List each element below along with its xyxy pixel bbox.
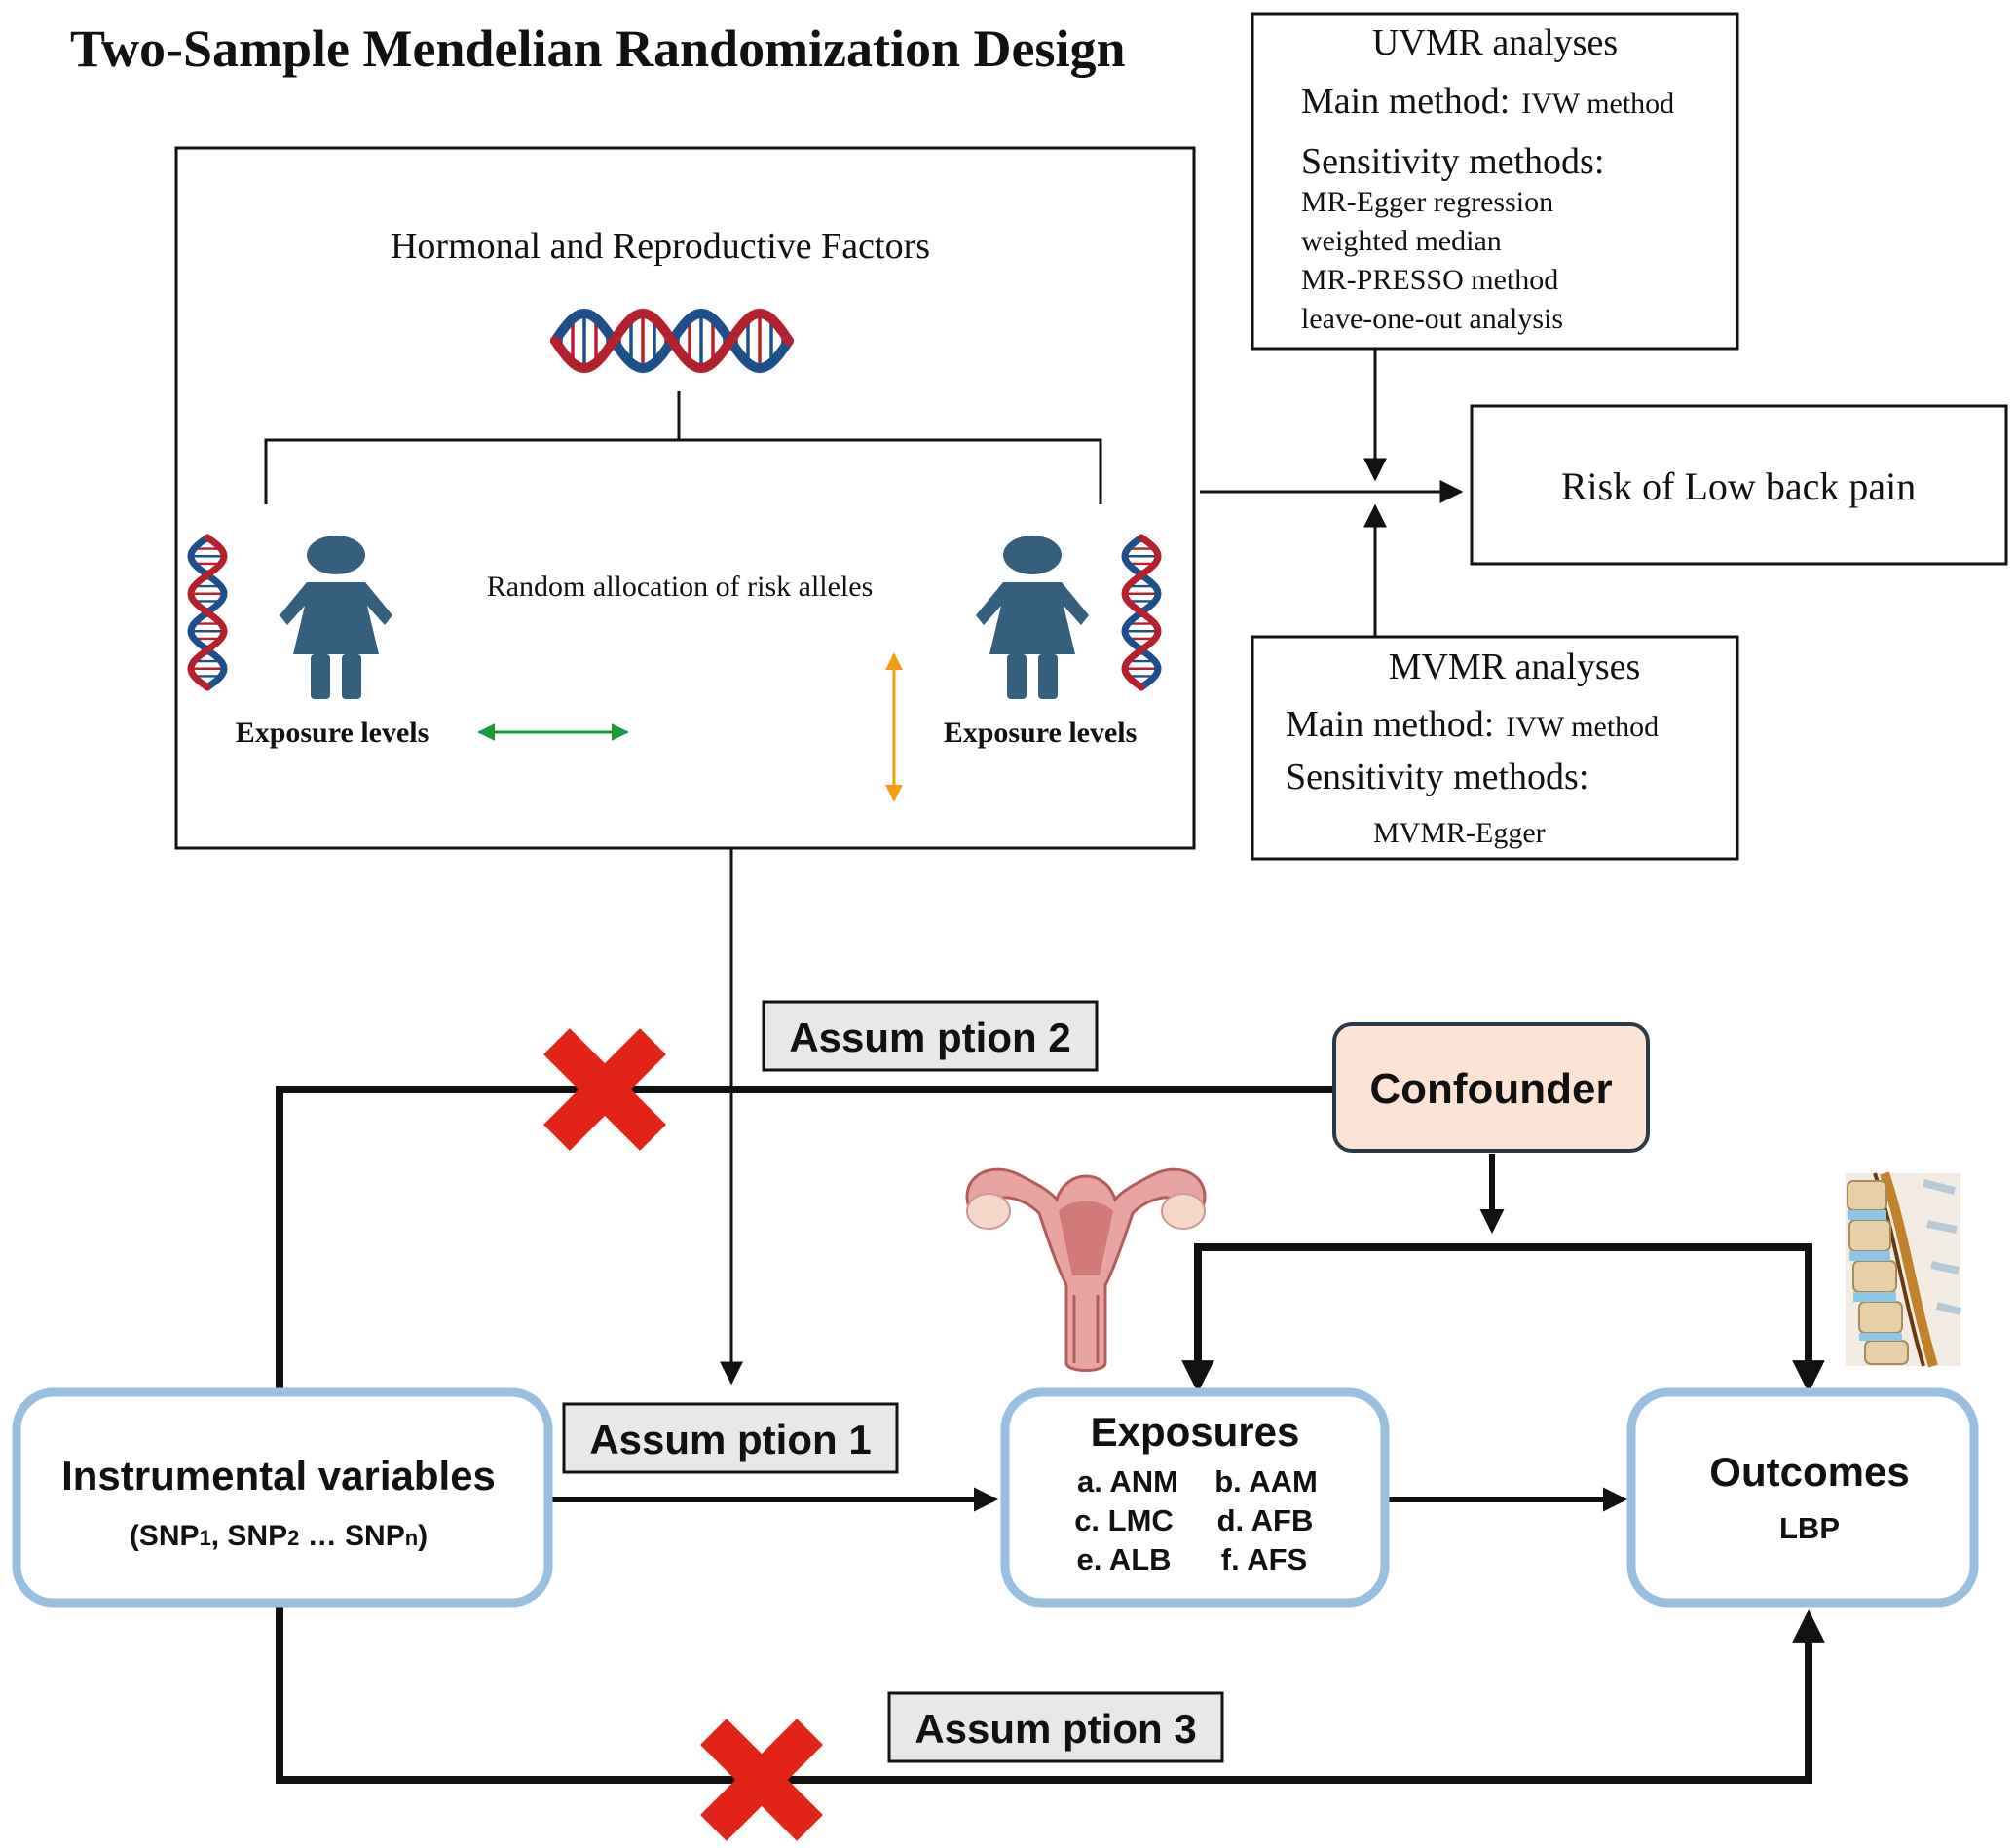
mvmr-box [1251, 635, 1739, 861]
exposure-item-f: f. AFS [1221, 1542, 1307, 1576]
uvmr-box [1251, 12, 1739, 351]
instrumental-variables-snps: (SNP1, SNP2 … SNPn) [130, 1520, 428, 1552]
cross-icon-assumption-2 [543, 1028, 666, 1151]
outcomes-box [1626, 1387, 1979, 1608]
exposure-levels-left: Exposure levels [236, 717, 429, 749]
confounder-box [1332, 1022, 1650, 1153]
assumption-1-label-box [562, 1402, 899, 1474]
uvmr-method-1: MR-Egger regression [1301, 186, 1553, 218]
dna-helix-left-icon [187, 534, 228, 691]
dna-strand [550, 308, 794, 374]
dna-helix-right-icon [1121, 534, 1162, 691]
assumption-3-path [276, 1607, 1812, 1784]
mvmr-sensitivity-label: Sensitivity methods: [1286, 757, 1588, 797]
assumption-1-label: Assum ption 1 [589, 1417, 871, 1462]
exposure-item-a: a. ANM [1077, 1464, 1178, 1498]
spine-icon [1846, 1171, 1961, 1368]
cross-icon-assumption-3 [700, 1719, 823, 1841]
female-figure-left-icon [280, 536, 392, 699]
assumption-3-label: Assum ption 3 [915, 1706, 1196, 1752]
uvmr-sensitivity-label: Sensitivity methods: [1301, 141, 1604, 182]
uterus-icon [965, 1167, 1207, 1372]
dna-strand [1121, 534, 1162, 691]
risk-low-back-pain-box [1470, 404, 2008, 566]
random-allocation-text: Random allocation of risk alleles [487, 571, 874, 603]
assumption-2-label: Assum ption 2 [789, 1015, 1070, 1060]
dna-helix-icon [550, 308, 794, 374]
dna-strand [187, 534, 228, 691]
exposures-title: Exposures [1091, 1409, 1300, 1455]
outcomes-title: Outcomes [1709, 1449, 1909, 1495]
mvmr-main-method: Main method:IVW method [1286, 704, 1659, 745]
female-figure-right-icon [976, 536, 1089, 699]
uvmr-method-4: leave-one-out analysis [1301, 303, 1563, 335]
confounder-branch [1194, 1243, 1812, 1383]
uvmr-method-2: weighted median [1301, 225, 1502, 257]
hormonal-factors-heading: Hormonal and Reproductive Factors [391, 226, 930, 267]
diagram-title: Two-Sample Mendelian Randomization Desig… [70, 19, 1126, 78]
instrumental-variables-box [12, 1387, 553, 1608]
outcomes-sub: LBP [1779, 1511, 1840, 1545]
uvmr-method-3: MR-PRESSO method [1301, 264, 1558, 296]
instrumental-variables-title: Instrumental variables [61, 1453, 496, 1498]
assumption-2-label-box [762, 1000, 1099, 1072]
exposure-item-b: b. AAM [1214, 1464, 1318, 1498]
uvmr-title: UVMR analyses [1372, 22, 1618, 63]
exposure-levels-right: Exposure levels [944, 717, 1138, 749]
exposure-item-e: e. ALB [1076, 1542, 1171, 1576]
risk-low-back-pain-text: Risk of Low back pain [1561, 464, 1916, 508]
exposure-item-d: d. AFB [1217, 1503, 1314, 1537]
hormonal-factors-panel [174, 146, 1196, 850]
mvmr-method-1: MVMR-Egger [1373, 817, 1546, 849]
assumption-2-path [276, 1086, 1334, 1390]
exposures-box [1000, 1387, 1390, 1608]
assumption-3-label-box [887, 1691, 1224, 1763]
mvmr-title: MVMR analyses [1389, 647, 1641, 687]
exposure-item-c: c. LMC [1074, 1503, 1174, 1537]
uvmr-main-method: Main method:IVW method [1301, 81, 1674, 122]
confounder-label: Confounder [1369, 1065, 1612, 1113]
allocation-bracket [264, 391, 1102, 504]
